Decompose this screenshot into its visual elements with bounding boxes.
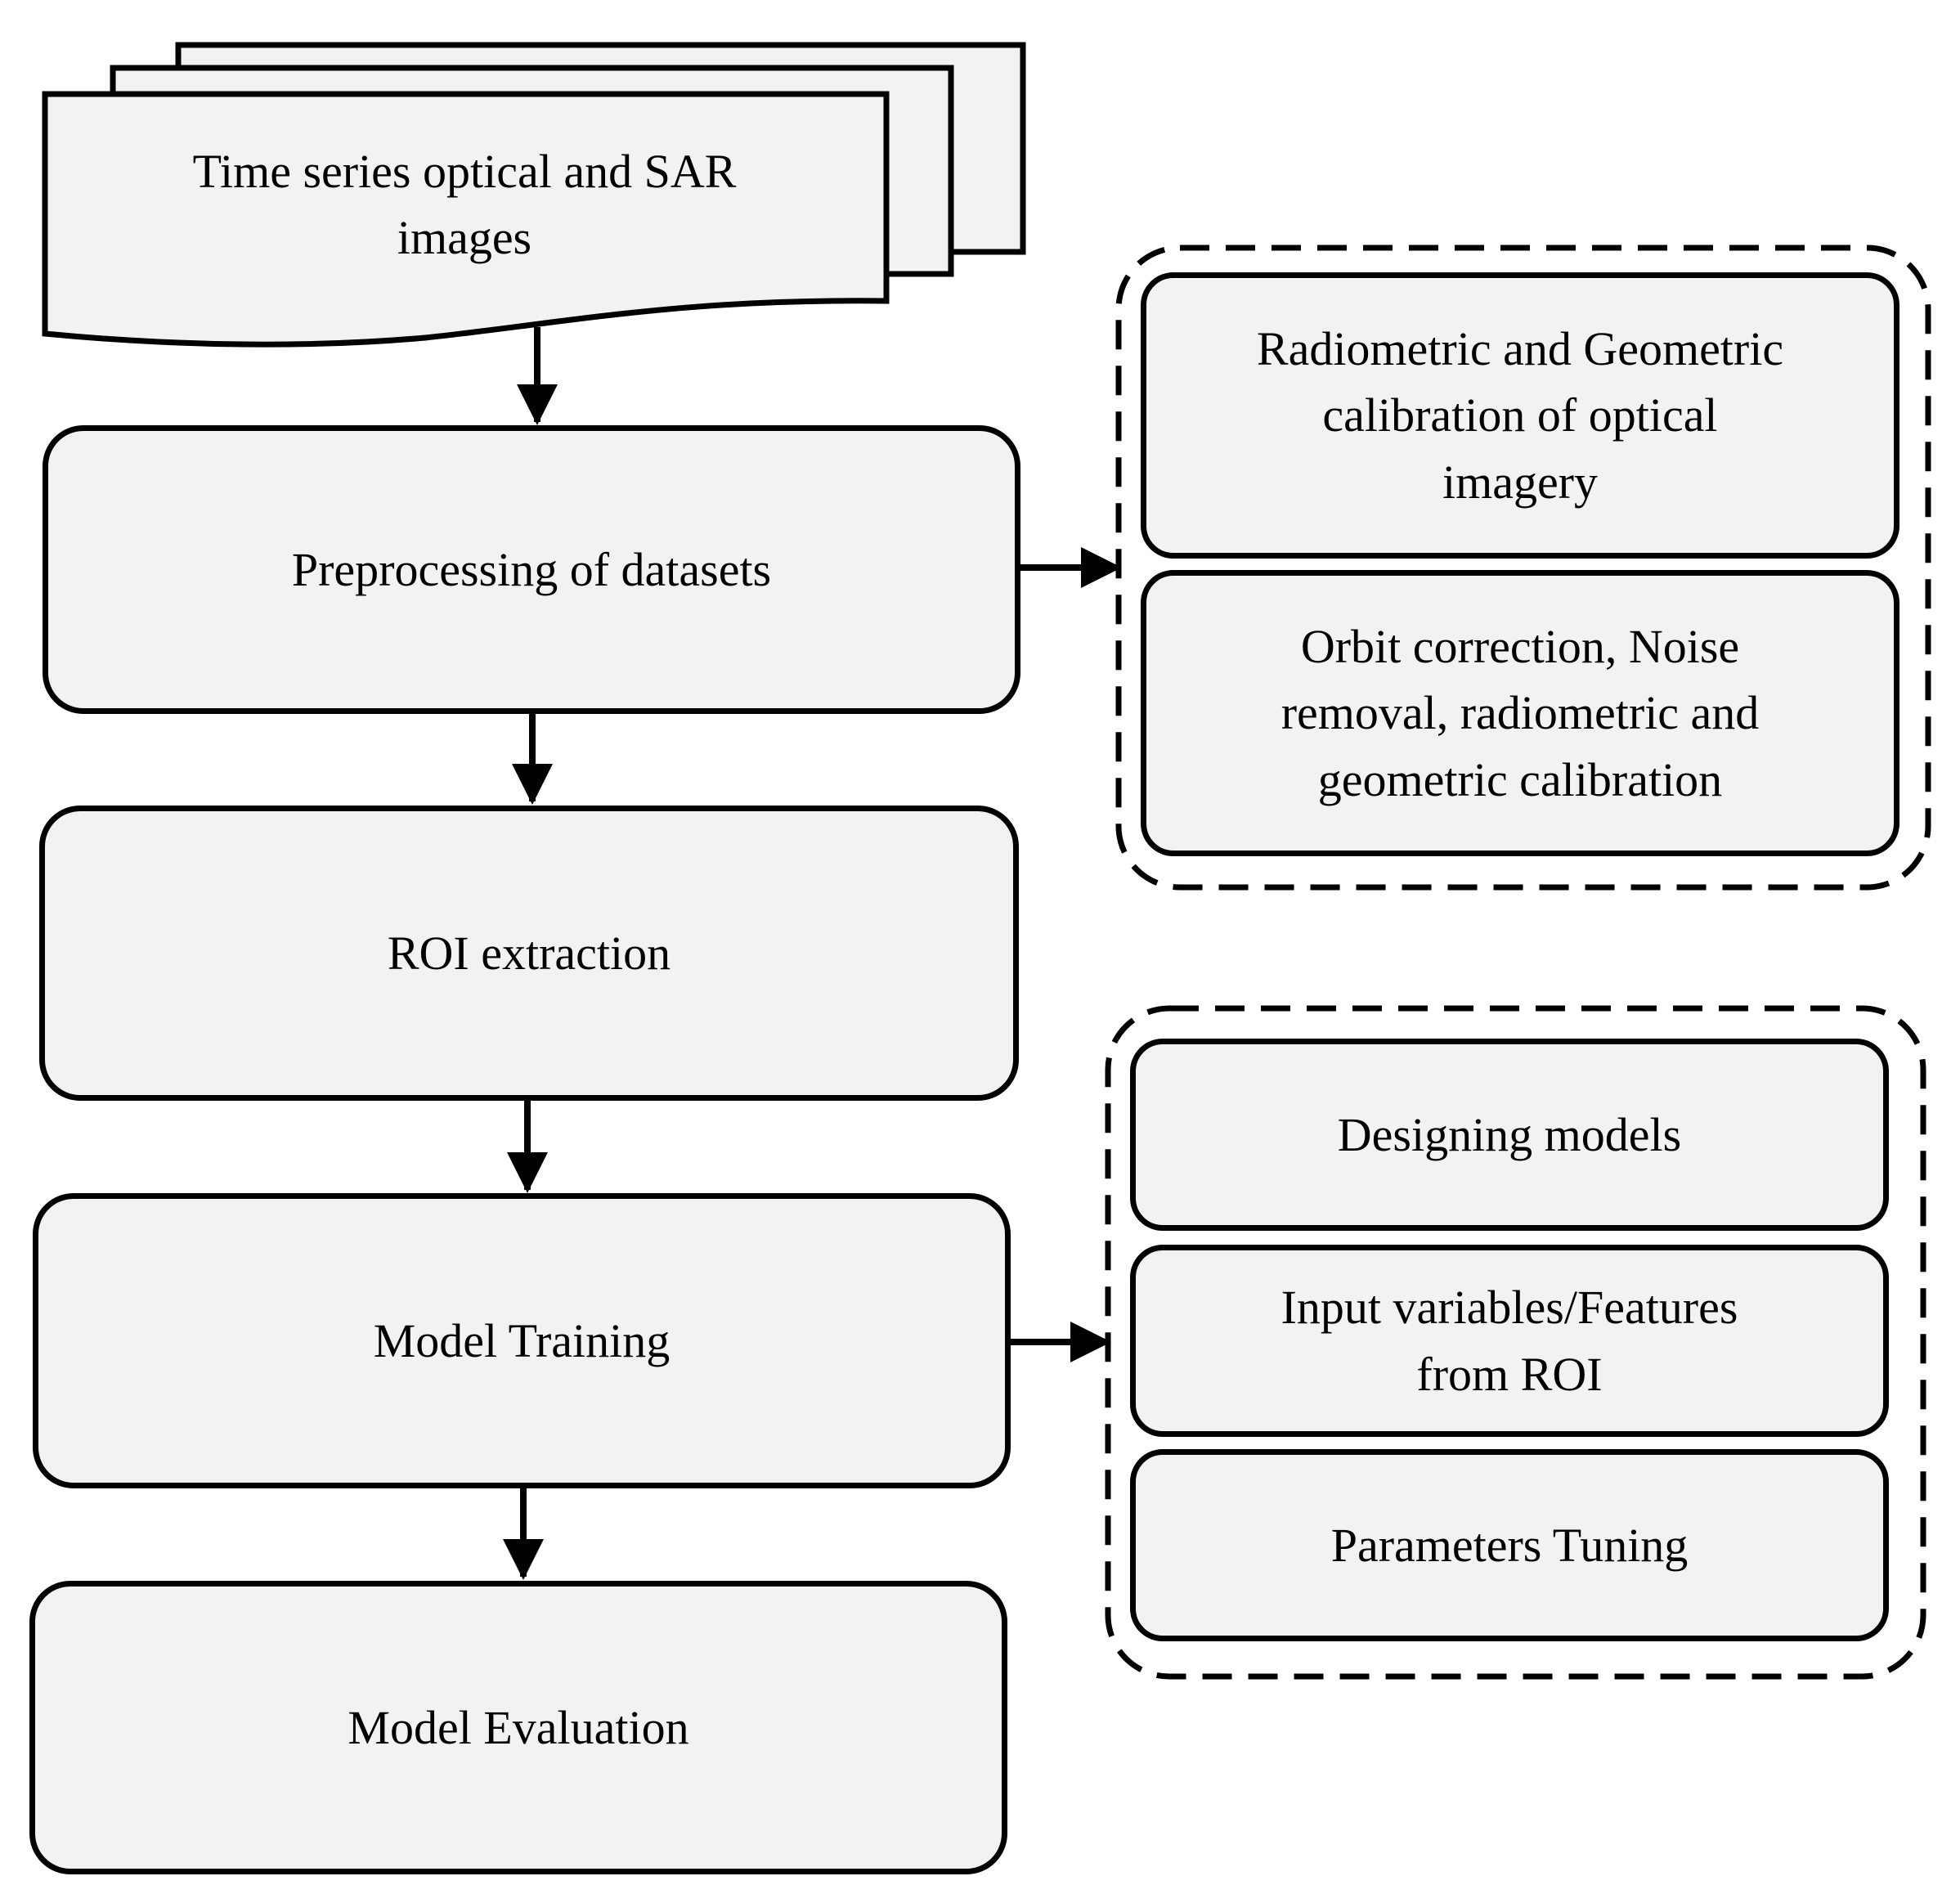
detail-sar-calibration: Orbit correction, Noise removal, radiome…	[1141, 570, 1899, 856]
detail-input-features-label: Input variables/Features from ROI	[1281, 1281, 1738, 1401]
document-page-front	[42, 91, 890, 348]
detail-parameters-tuning: Parameters Tuning	[1130, 1449, 1889, 1641]
detail-designing-models: Designing models	[1130, 1039, 1889, 1231]
detail-input-features: Input variables/Features from ROI	[1130, 1245, 1889, 1437]
step-preprocessing: Preprocessing of datasets	[43, 425, 1020, 714]
step-model-training-label: Model Training	[373, 1313, 671, 1367]
step-preprocessing-label: Preprocessing of datasets	[291, 542, 772, 596]
step-roi-extraction: ROI extraction	[39, 806, 1019, 1101]
detail-parameters-tuning-label: Parameters Tuning	[1330, 1518, 1689, 1572]
step-model-evaluation-label: Model Evaluation	[348, 1700, 689, 1754]
step-model-training: Model Training	[33, 1193, 1011, 1488]
detail-optical-calibration: Radiometric and Geometric calibration of…	[1141, 272, 1899, 559]
step-model-evaluation: Model Evaluation	[29, 1581, 1007, 1874]
detail-optical-calibration-label: Radiometric and Geometric calibration of…	[1256, 322, 1784, 509]
document-stack-icon	[42, 42, 1026, 348]
detail-sar-calibration-label: Orbit correction, Noise removal, radiome…	[1281, 620, 1760, 806]
input-node-label: Time series optical and SAR images	[192, 144, 737, 264]
step-roi-extraction-label: ROI extraction	[387, 926, 671, 980]
detail-designing-models-label: Designing models	[1337, 1107, 1682, 1161]
